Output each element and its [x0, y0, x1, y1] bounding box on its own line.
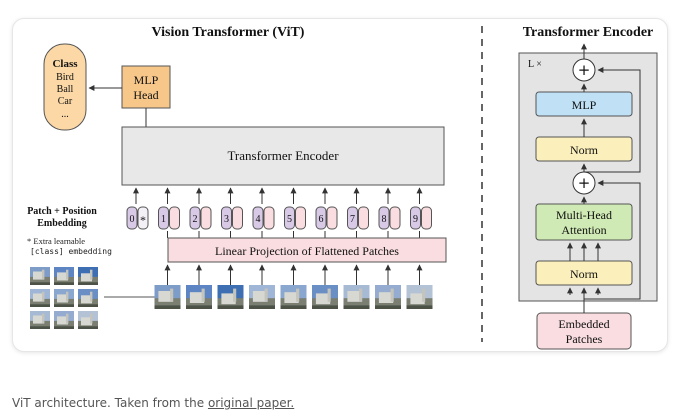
position-embedding-token	[284, 206, 295, 230]
position-index: 5	[287, 214, 292, 225]
token-group: 6	[315, 187, 338, 285]
position-index: 2	[193, 214, 198, 225]
encoder-block-connections	[567, 43, 641, 313]
position-embedding-token	[126, 206, 138, 230]
image-patch-thumbnail	[30, 289, 50, 307]
position-index: 1	[161, 214, 166, 225]
position-index: 7	[350, 214, 355, 225]
mlp-head-line2: Head	[133, 88, 158, 102]
transformer-encoder-box	[121, 126, 445, 186]
class-item: ...	[61, 109, 69, 120]
image-patch-thumbnail	[78, 311, 98, 329]
plus-symbol: +	[578, 174, 591, 192]
token-group: 5	[284, 187, 306, 285]
plus-symbol: +	[578, 61, 591, 79]
image-patch-thumbnail	[54, 289, 74, 307]
embedded-patches-label: Embedded	[558, 317, 609, 331]
position-index: 3	[224, 214, 229, 225]
flattened-patch-thumbnail	[312, 285, 338, 309]
flattened-patch-thumbnail	[343, 285, 370, 309]
flattened-patch-thumbnail	[154, 285, 181, 309]
patch-embedding-vector	[421, 206, 432, 230]
original-paper-link[interactable]: original paper.	[207, 396, 295, 410]
token-group: 3	[221, 187, 243, 285]
attention-label: Multi-Head	[556, 208, 612, 222]
patch-embedding-vector	[358, 206, 369, 230]
position-embedding-token	[347, 206, 358, 230]
image-patch-thumbnail	[54, 311, 74, 329]
position-index: 0	[130, 214, 135, 225]
linear-projection-label: Linear Projection of Flattened Patches	[215, 244, 399, 258]
mlp-label: MLP	[572, 98, 597, 112]
transformer-encoder-label: Transformer Encoder	[227, 148, 339, 163]
flattened-patch-row	[154, 285, 433, 309]
patch-embedding-vector	[263, 206, 275, 230]
flattened-patch-thumbnail	[406, 285, 433, 309]
position-index: 4	[256, 214, 261, 225]
figure-caption: ViT architecture. Taken from the origina…	[12, 396, 294, 410]
image-patch-thumbnail	[78, 289, 98, 307]
attention-label: Attention	[561, 223, 606, 237]
flattened-patch-thumbnail	[375, 285, 401, 309]
patch-embedding-vector	[295, 206, 306, 230]
mlp-head-line1: MLP	[134, 73, 159, 87]
image-patch-thumbnail	[78, 267, 98, 285]
patch-embedding-vector	[169, 206, 180, 230]
position-index: 6	[319, 214, 324, 225]
patch-embedding-label: Patch + Position	[27, 206, 97, 217]
token-group: 8	[378, 187, 401, 285]
embedded-patches-label: Patches	[566, 332, 603, 346]
patch-embedding-vector	[389, 206, 401, 230]
class-item: Ball	[57, 84, 74, 95]
image-patch-thumbnail	[30, 311, 50, 329]
image-patch-thumbnail	[30, 267, 50, 285]
norm-bottom-label: Norm	[570, 267, 599, 281]
patch-embedding-label: Embedding	[37, 218, 86, 229]
class-token-mark: *	[140, 213, 146, 227]
class-embedding-note: [class] embedding	[30, 247, 112, 256]
flattened-patch-thumbnail	[249, 285, 275, 309]
extra-learnable-note: * Extra learnable	[27, 236, 85, 246]
class-output-title: Class	[52, 58, 78, 70]
token-group: 9	[410, 187, 432, 285]
repeat-label: L ×	[528, 59, 542, 70]
position-embedding-token	[252, 206, 264, 230]
mlp-head-box	[121, 65, 171, 109]
norm-top-label: Norm	[570, 143, 599, 157]
position-index: 9	[413, 214, 418, 225]
token-group: 1	[158, 187, 180, 285]
position-embedding-token	[378, 206, 390, 230]
patch-embedding-vector	[200, 206, 212, 230]
patch-embedding-vector	[232, 206, 243, 230]
flattened-patch-thumbnail	[186, 285, 212, 309]
input-image-grid	[30, 267, 98, 329]
token-group: 7	[347, 187, 369, 285]
position-embedding-token	[315, 206, 327, 230]
flattened-patch-thumbnail	[280, 285, 307, 309]
position-embedding-token	[158, 206, 169, 230]
position-index: 8	[382, 214, 387, 225]
linear-projection-box	[167, 237, 447, 263]
image-patch-thumbnail	[54, 267, 74, 285]
class-token	[137, 206, 149, 230]
flattened-patch-thumbnail	[217, 285, 244, 309]
class-output-box	[43, 43, 87, 131]
position-embedding-token	[410, 206, 421, 230]
token-group: 2	[189, 187, 212, 285]
token-group: 4	[252, 187, 275, 285]
position-embedding-token	[221, 206, 232, 230]
vit-title: Vision Transformer (ViT)	[152, 25, 305, 40]
patch-embedding-vector	[326, 206, 338, 230]
class-item: Car	[58, 96, 73, 107]
encoder-block-title: Transformer Encoder	[523, 25, 654, 40]
position-embedding-token	[189, 206, 201, 230]
token-group: 0*	[126, 187, 149, 230]
class-item: Bird	[56, 72, 74, 83]
caption-text: ViT architecture. Taken from the	[12, 396, 208, 410]
